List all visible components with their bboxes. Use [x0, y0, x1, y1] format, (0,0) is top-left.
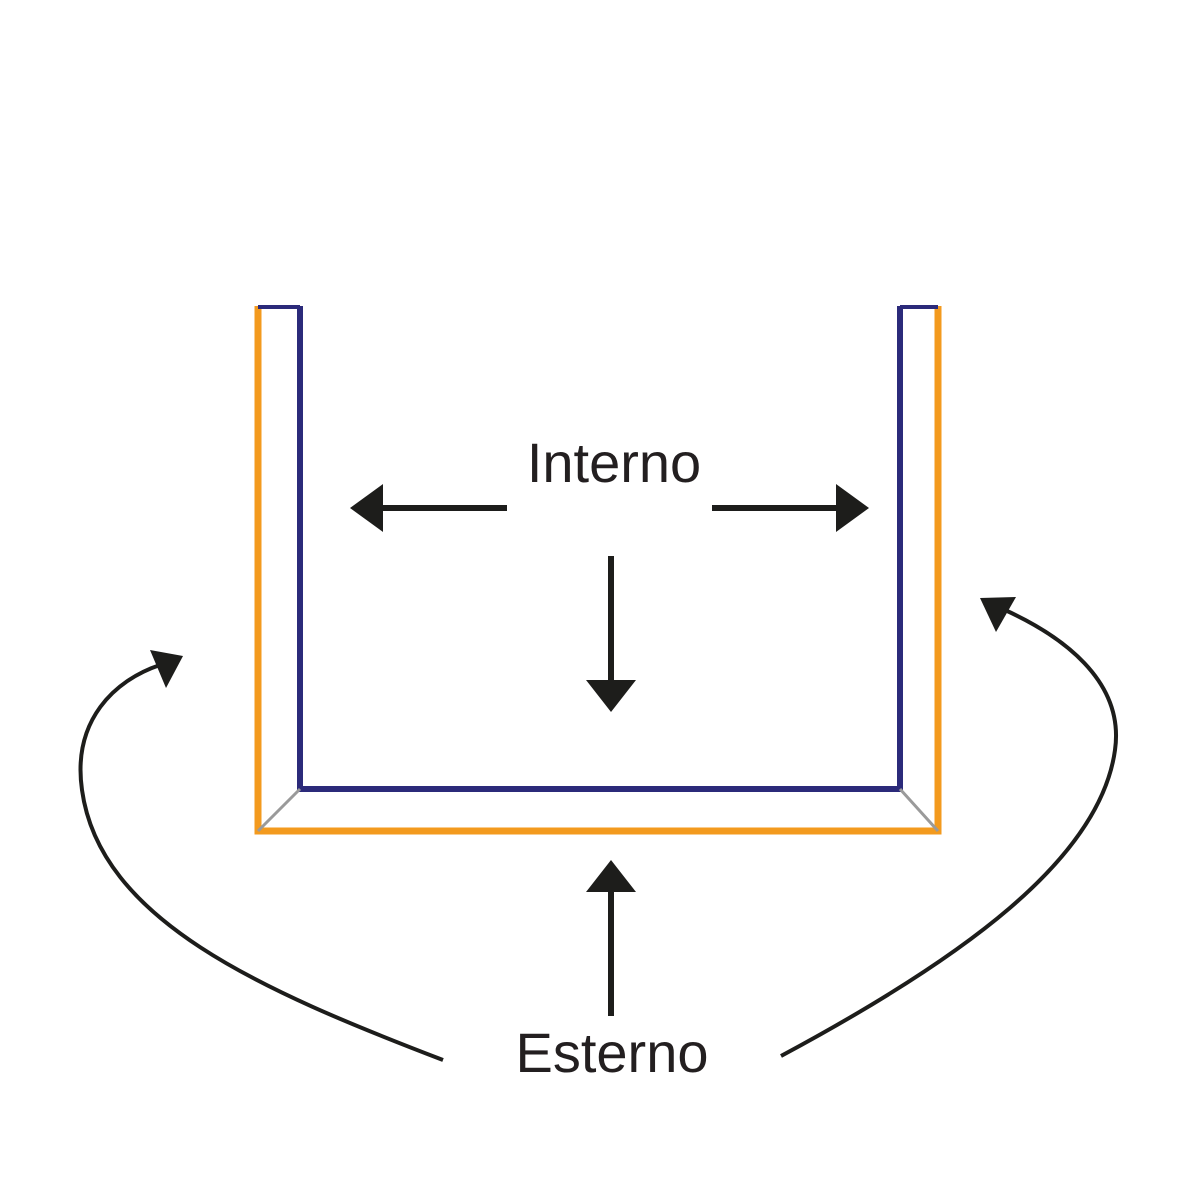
- curved-arrow-left-icon: [78, 650, 444, 1062]
- outer-label: Esterno: [516, 1021, 709, 1084]
- arrow-right-icon: [712, 484, 869, 532]
- left-corner-bevel: [256, 787, 302, 833]
- arrow-left-icon: [350, 484, 507, 532]
- inner-surface-line: [297, 306, 903, 792]
- arrow-down-icon: [586, 556, 636, 712]
- curved-arrow-right-icon: [780, 597, 1119, 1058]
- outer-surface-line: [254, 306, 942, 835]
- arrow-up-icon: [586, 860, 636, 1016]
- right-corner-bevel: [898, 787, 940, 833]
- inner-label: Interno: [527, 431, 701, 494]
- inner-arrows: [350, 484, 869, 712]
- u-profile: [254, 305, 942, 835]
- outer-arrows: [78, 597, 1119, 1062]
